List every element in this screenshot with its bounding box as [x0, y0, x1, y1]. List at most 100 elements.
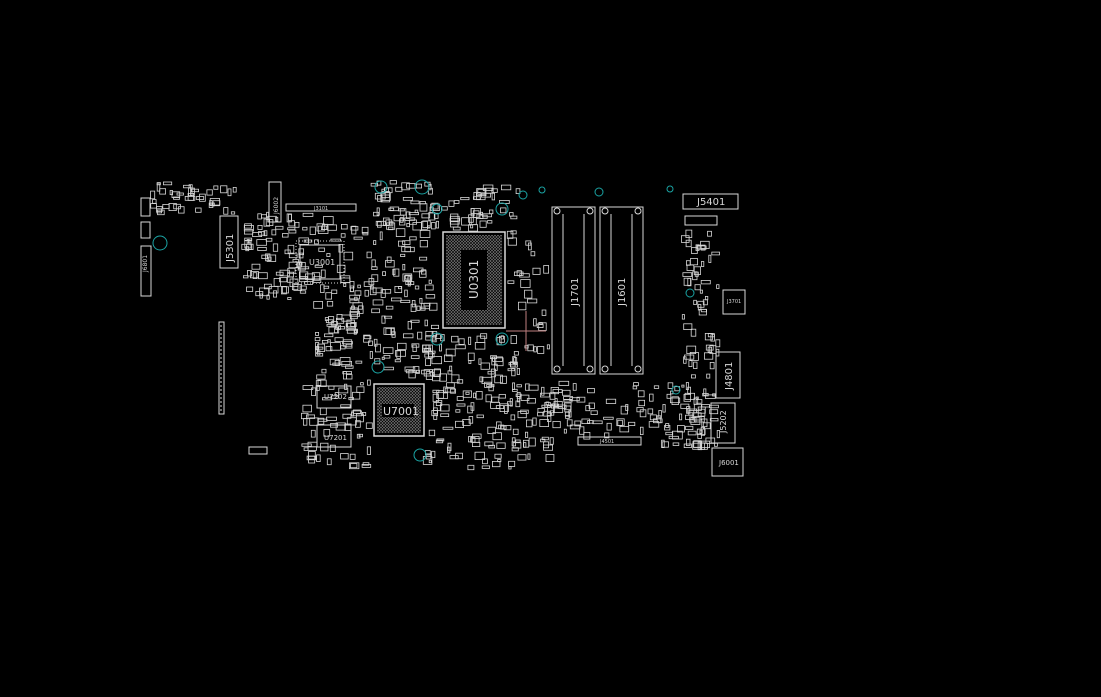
- smd-component: [332, 362, 340, 366]
- smd-component: [176, 192, 184, 196]
- smd-component: [263, 283, 272, 290]
- smd-component: [402, 263, 406, 271]
- smd-component: [687, 386, 692, 395]
- smd-component: [386, 222, 396, 230]
- smd-component: [462, 390, 473, 398]
- smd-component: [512, 388, 518, 392]
- connector-j5301[interactable]: [219, 215, 239, 269]
- smd-component: [403, 275, 411, 281]
- smd-component: [685, 425, 694, 430]
- connector-j6001[interactable]: [711, 447, 744, 477]
- smd-component: [390, 327, 395, 336]
- smd-component: [377, 194, 383, 202]
- smd-component: [481, 465, 491, 469]
- smd-component: [433, 414, 438, 420]
- smd-component: [482, 458, 488, 465]
- smd-component: [387, 226, 394, 231]
- smd-component: [261, 254, 269, 260]
- smd-component: [364, 289, 369, 297]
- smd-component: [515, 188, 521, 194]
- smd-component: [500, 184, 512, 191]
- smd-component: [692, 442, 703, 450]
- smd-component: [410, 303, 417, 312]
- smd-component: [479, 220, 487, 228]
- smd-component: [661, 441, 669, 448]
- smd-component: [331, 289, 338, 294]
- connector-j4801[interactable]: [715, 351, 741, 399]
- smd-component: [325, 319, 334, 323]
- smd-component: [433, 407, 438, 414]
- connector-j5401[interactable]: [682, 193, 739, 226]
- smd-component: [265, 237, 273, 242]
- smd-component: [467, 352, 475, 361]
- connector-j5202[interactable]: [710, 402, 736, 444]
- smd-component: [511, 437, 516, 443]
- mounting-hole: [371, 360, 385, 374]
- smd-component: [356, 433, 361, 439]
- smd-component: [699, 289, 703, 294]
- smd-component: [246, 286, 254, 292]
- smd-component: [428, 429, 436, 437]
- smd-component: [405, 211, 411, 219]
- smd-component: [209, 198, 220, 207]
- smd-component: [490, 368, 496, 378]
- smd-component: [494, 363, 498, 371]
- smd-component: [666, 393, 672, 399]
- smd-component: [705, 394, 716, 399]
- smd-component: [473, 392, 476, 399]
- smd-component: [427, 187, 433, 195]
- memory-slot-j1601[interactable]: [599, 206, 644, 375]
- smd-component: [527, 344, 534, 352]
- smd-component: [689, 351, 699, 361]
- smd-component: [310, 429, 316, 438]
- chip-u3001[interactable]: [295, 240, 345, 284]
- smd-component: [404, 246, 415, 253]
- smd-component: [500, 207, 507, 214]
- smd-component: [363, 335, 372, 340]
- label-u0301: U0301: [467, 260, 481, 299]
- smd-component: [430, 324, 439, 329]
- smd-component: [206, 189, 213, 196]
- smd-component: [539, 419, 549, 428]
- label-j1701: J1701: [570, 278, 581, 307]
- connector-j3701[interactable]: [722, 289, 746, 315]
- smd-component: [541, 404, 551, 408]
- smd-component: [407, 320, 413, 330]
- smd-component: [300, 412, 309, 420]
- smd-component: [517, 396, 521, 403]
- smd-component: [316, 374, 326, 380]
- connector-j3101[interactable]: [285, 203, 357, 212]
- smd-component: [394, 285, 403, 293]
- smd-component: [213, 185, 219, 190]
- component-field: [150, 179, 721, 471]
- smd-component: [287, 267, 296, 274]
- label-j4801: J4801: [724, 362, 735, 391]
- smd-component: [451, 335, 459, 343]
- smd-component: [619, 425, 630, 433]
- mounting-hole: [518, 190, 528, 200]
- smd-component: [431, 356, 442, 365]
- smd-component: [314, 239, 319, 245]
- label-j6801: J6801: [142, 255, 149, 273]
- smd-component: [488, 444, 495, 449]
- smd-component: [508, 460, 516, 467]
- smd-component: [456, 396, 464, 401]
- connector-j6002[interactable]: [268, 181, 282, 223]
- smd-component: [435, 439, 444, 444]
- smd-component: [340, 404, 351, 408]
- chip-u7202[interactable]: [316, 385, 352, 409]
- smd-component: [462, 419, 471, 426]
- smd-component: [449, 455, 459, 460]
- smd-component: [638, 399, 645, 407]
- smd-component: [617, 419, 623, 426]
- smd-component: [440, 413, 450, 417]
- smd-component: [342, 371, 352, 375]
- smd-component: [415, 369, 420, 374]
- connector-j4501[interactable]: [577, 436, 642, 446]
- smd-component: [552, 421, 561, 429]
- chip-u7201[interactable]: [316, 424, 352, 448]
- smd-component: [195, 207, 202, 213]
- memory-slot-j1701[interactable]: [551, 206, 596, 375]
